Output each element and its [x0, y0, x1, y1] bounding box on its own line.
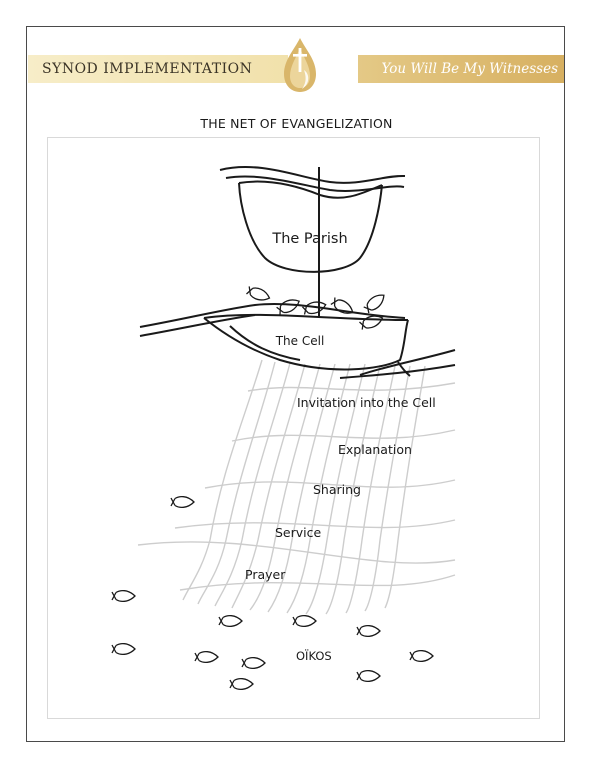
diagram-frame	[47, 137, 540, 719]
banner-title: SYNOD IMPLEMENTATION	[42, 61, 253, 77]
parish-boat	[219, 166, 406, 318]
stage-sharing-label: Sharing	[313, 482, 361, 497]
banner-tagline: You Will Be My Witnesses	[381, 61, 558, 77]
page-border	[26, 26, 565, 742]
cell-boat	[139, 302, 456, 379]
header-banner: SYNOD IMPLEMENTATION You Will Be My Witn…	[28, 55, 564, 83]
stage-explanation-label: Explanation	[338, 442, 412, 457]
net-vertical-strands	[182, 359, 426, 615]
stage-invitation-label: Invitation into the Cell	[297, 395, 436, 410]
banner-left-band: SYNOD IMPLEMENTATION	[28, 55, 288, 83]
oikos-label: OÏKOS	[296, 648, 332, 663]
diagram-title: THE NET OF EVANGELIZATION	[200, 116, 393, 131]
cell-label: The Cell	[275, 334, 325, 348]
stage-prayer-label: Prayer	[245, 567, 286, 582]
stage-service-label: Service	[275, 525, 322, 540]
net-horizontal-lines	[137, 382, 456, 591]
parish-label: The Parish	[271, 231, 347, 247]
flame-cross-logo	[284, 38, 316, 92]
fish-group-lower	[111, 495, 434, 691]
banner-right-band: You Will Be My Witnesses	[358, 55, 564, 83]
